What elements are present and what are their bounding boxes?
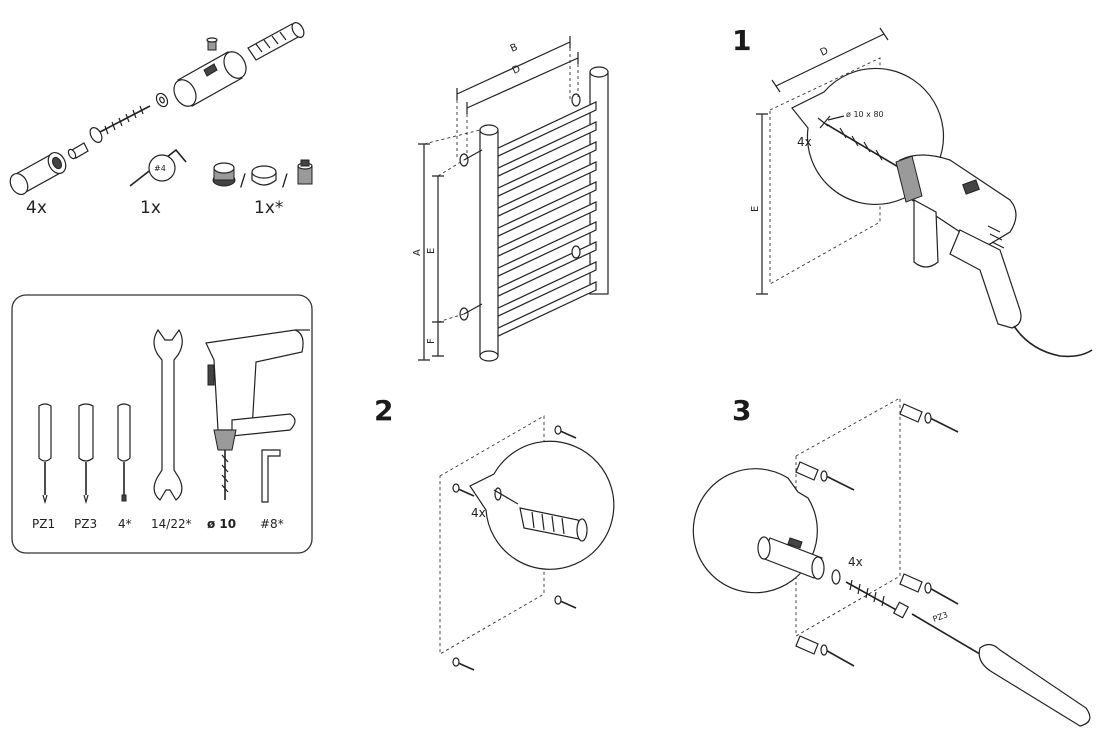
tool-label-wrench: 14/22*: [151, 517, 192, 531]
tool-label-pz3: PZ3: [74, 517, 97, 531]
step-2-number: 2: [374, 394, 393, 427]
long-screw-icon: [89, 105, 151, 143]
step-1-wall-outline: [769, 57, 881, 285]
wrench-icon: [153, 328, 183, 501]
step-3-sleeve-icon: [757, 536, 825, 580]
step-1-power-drill-icon: [895, 154, 1093, 358]
blanking-cap-icon: [251, 165, 277, 186]
step-3: 3 4x P: [692, 394, 1091, 727]
step-2: 2 4x: [374, 394, 615, 671]
step-1-dim-d-label: D: [819, 45, 831, 58]
step-3-wall-outline: [795, 397, 901, 637]
qty-spacers-label: 4x: [26, 198, 47, 218]
step-3-washer-icon: [831, 569, 841, 585]
hex-driver-icon: [117, 403, 131, 502]
radiator-back-rail: [589, 66, 609, 295]
parts-group: 4x #4 1x / / 1x*: [9, 22, 313, 218]
step-3-long-screw-icon: [845, 579, 910, 619]
tool-label-allen: #8*: [260, 517, 284, 531]
valve-cap-icon: [212, 162, 236, 187]
tools-box: PZ1 PZ3 4* 14/22* ø 10 #8*: [11, 294, 313, 554]
step-1-drill-spec: ø 10 x 80: [846, 110, 884, 119]
bleed-valve-icon: [297, 159, 313, 185]
dim-label-f: F: [426, 338, 437, 344]
bolt-icon: [67, 142, 89, 160]
dim-label-d: D: [511, 63, 523, 76]
caps-separator-1: /: [240, 171, 246, 191]
step-3-zoom-bubble: [692, 468, 818, 594]
step-1-dim-d: [771, 27, 889, 93]
radiator-bars: [493, 101, 597, 339]
step-1-qty: 4x: [797, 135, 812, 149]
screwdriver-pz3-icon: [78, 403, 94, 505]
step-1-drill-bit: [825, 123, 901, 169]
step-1-dim-e-label: E: [750, 206, 761, 212]
dim-line-f: [432, 322, 444, 357]
wall-plug-icon: [247, 22, 305, 61]
step-3-screwdriver-label: PZ3: [932, 610, 950, 624]
tools-box-frame: [11, 294, 313, 554]
dim-label-b: B: [509, 42, 520, 55]
step-3-qty: 4x: [848, 555, 863, 569]
dim-label-e: E: [426, 248, 437, 254]
set-screw-icon: [206, 37, 218, 51]
qty-caps-label: 1x*: [254, 198, 283, 218]
step-2-zoom-bubble: [469, 440, 615, 570]
step-3-screwdriver-icon: PZ3: [911, 610, 1091, 727]
step-1: 1 D E ø 10 x 80 4x: [732, 24, 1093, 358]
step-3-number: 3: [732, 394, 751, 427]
sleeve-icon: [173, 51, 247, 107]
tool-label-pz1: PZ1: [32, 517, 55, 531]
washer-icon: [155, 92, 169, 108]
hex-key-size-label: #4: [154, 164, 166, 173]
dim-line-b: [456, 36, 571, 100]
step-2-anchors: [452, 425, 577, 671]
step-1-number: 1: [732, 24, 751, 57]
power-drill-icon: [205, 329, 310, 500]
allen-key-icon: [261, 449, 281, 503]
step-2-qty: 4x: [471, 506, 486, 520]
radiator-dimension-drawing: B D A E F: [412, 36, 609, 362]
tool-label-hex4: 4*: [118, 517, 132, 531]
step-2-wall-plug-icon: [519, 507, 588, 542]
step-2-wall-outline: [439, 415, 545, 655]
qty-key-label: 1x: [140, 198, 161, 218]
caps-separator-2: /: [282, 171, 288, 191]
dim-label-a: A: [412, 249, 423, 256]
screwdriver-pz1-icon: [38, 403, 52, 505]
step-1-dim-e: [756, 113, 768, 295]
step-3-fittings: [795, 403, 959, 667]
dim-line-d: [466, 52, 579, 114]
tool-labels: PZ1 PZ3 4* 14/22* ø 10 #8*: [32, 517, 284, 531]
radiator-front-rail: [479, 124, 499, 362]
spacer-icon: [9, 151, 67, 196]
tool-label-drill-bit: ø 10: [207, 517, 236, 531]
hex-key-icon: #4: [129, 148, 187, 187]
